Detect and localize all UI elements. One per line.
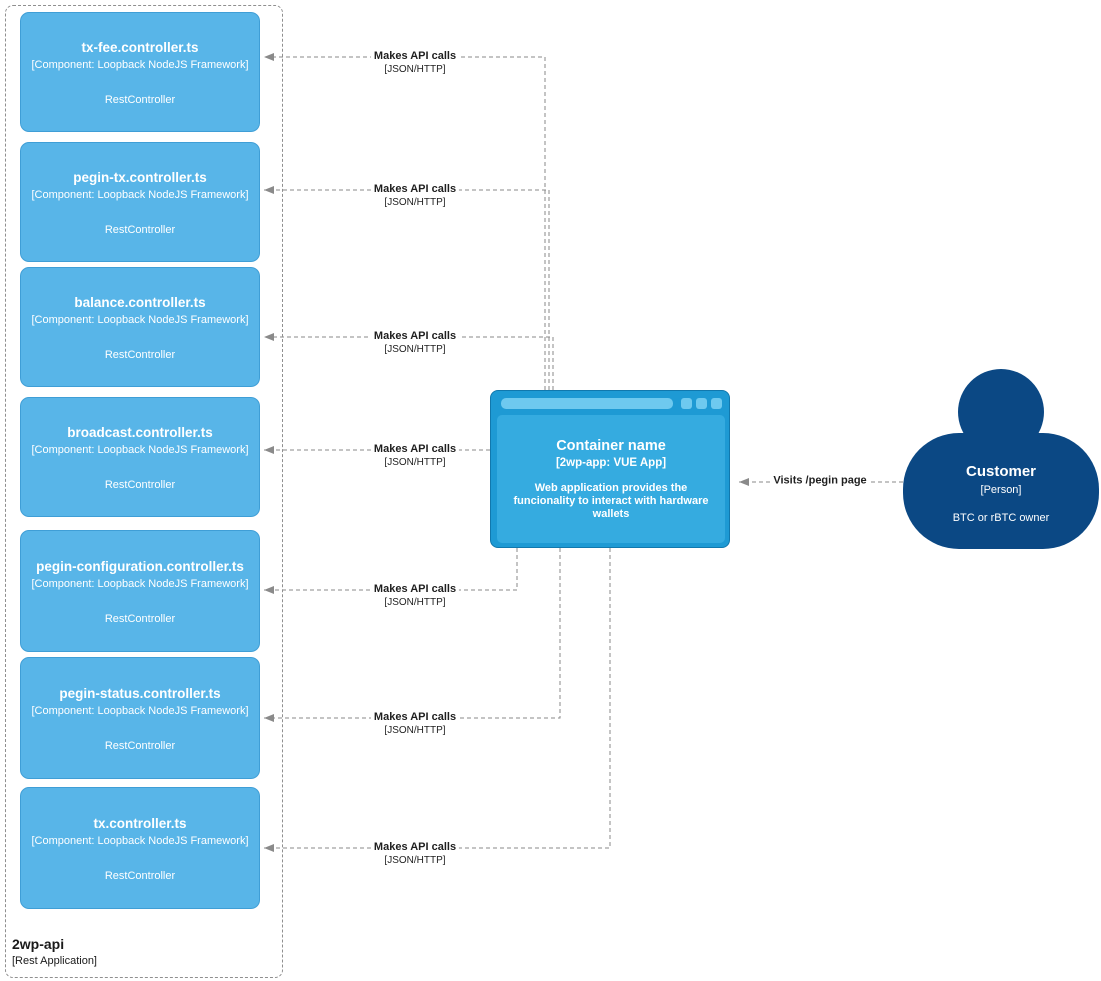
browser-address-bar: [501, 398, 673, 409]
node-pegin-configuration-controller[interactable]: pegin-configuration.controller.ts [Compo…: [20, 530, 260, 652]
edge-label-tech: [JSON/HTTP]: [384, 725, 446, 736]
edge-label-tech: [JSON/HTTP]: [384, 457, 446, 468]
edge-label-makes-api-calls: Makes API calls [JSON/HTTP]: [370, 583, 460, 609]
container-title: Container name: [556, 438, 666, 454]
person-description: BTC or rBTC owner: [952, 512, 1050, 524]
component-meta: [Component: Loopback NodeJS Framework]: [31, 834, 249, 847]
browser-button-icon: [711, 398, 722, 409]
component-title: pegin-status.controller.ts: [59, 685, 221, 701]
component-meta: [Component: Loopback NodeJS Framework]: [31, 313, 249, 326]
person-meta: [Person]: [980, 484, 1022, 496]
component-role: RestController: [104, 739, 176, 752]
edge-label-text: Makes API calls: [373, 50, 457, 62]
browser-chrome: [491, 391, 729, 413]
edge-container-to-pegin-tx: [264, 186, 550, 390]
edge-container-to-pegin-configuration: [264, 548, 518, 594]
edge-label-makes-api-calls: Makes API calls [JSON/HTTP]: [370, 443, 460, 469]
component-role: RestController: [104, 478, 176, 491]
node-tx-controller[interactable]: tx.controller.ts [Component: Loopback No…: [20, 787, 260, 909]
boundary-label: 2wp-api [Rest Application]: [12, 936, 97, 967]
component-title: pegin-configuration.controller.ts: [36, 558, 244, 574]
edge-label-tech: [JSON/HTTP]: [384, 855, 446, 866]
edge-container-to-balance: [264, 333, 554, 390]
component-meta: [Component: Loopback NodeJS Framework]: [31, 443, 249, 456]
node-balance-controller[interactable]: balance.controller.ts [Component: Loopba…: [20, 267, 260, 387]
component-role: RestController: [104, 93, 176, 106]
edge-label-text: Makes API calls: [373, 841, 457, 853]
node-broadcast-controller[interactable]: broadcast.controller.ts [Component: Loop…: [20, 397, 260, 517]
edge-label-text: Makes API calls: [373, 583, 457, 595]
edge-label-tech: [JSON/HTTP]: [384, 597, 446, 608]
edge-label-text: Makes API calls: [373, 711, 457, 723]
container-description: Web application provides the funcionalit…: [513, 482, 709, 520]
edge-label-text: Visits /pegin page: [773, 474, 867, 487]
browser-button-icon: [696, 398, 707, 409]
boundary-type: [Rest Application]: [12, 955, 97, 967]
node-customer-person[interactable]: Customer [Person] BTC or rBTC owner: [903, 433, 1099, 549]
component-meta: [Component: Loopback NodeJS Framework]: [31, 58, 249, 71]
edge-label-tech: [JSON/HTTP]: [384, 64, 446, 75]
edge-label-tech: [JSON/HTTP]: [384, 197, 446, 208]
edge-label-text: Makes API calls: [373, 443, 457, 455]
node-tx-fee-controller[interactable]: tx-fee.controller.ts [Component: Loopbac…: [20, 12, 260, 132]
boundary-name: 2wp-api: [12, 936, 65, 952]
component-title: pegin-tx.controller.ts: [73, 169, 207, 185]
edge-label-visits-pegin-page: Visits /pegin page: [770, 474, 870, 488]
component-role: RestController: [104, 869, 176, 882]
component-meta: [Component: Loopback NodeJS Framework]: [31, 577, 249, 590]
edge-label-text: Makes API calls: [373, 330, 457, 342]
component-title: balance.controller.ts: [74, 294, 206, 310]
edge-label-makes-api-calls: Makes API calls [JSON/HTTP]: [370, 330, 460, 356]
component-title: tx.controller.ts: [93, 815, 187, 831]
edge-label-makes-api-calls: Makes API calls [JSON/HTTP]: [370, 50, 460, 76]
component-role: RestController: [104, 348, 176, 361]
edge-label-makes-api-calls: Makes API calls [JSON/HTTP]: [370, 841, 460, 867]
component-title: tx-fee.controller.ts: [81, 39, 199, 55]
node-pegin-tx-controller[interactable]: pegin-tx.controller.ts [Component: Loopb…: [20, 142, 260, 262]
component-role: RestController: [104, 612, 176, 625]
person-title: Customer: [965, 463, 1036, 480]
container-meta: [2wp-app: VUE App]: [555, 457, 667, 469]
browser-button-icon: [681, 398, 692, 409]
edge-label-tech: [JSON/HTTP]: [384, 344, 446, 355]
edge-label-makes-api-calls: Makes API calls [JSON/HTTP]: [370, 183, 460, 209]
edge-container-to-tx: [264, 548, 611, 852]
container-body: Container name [2wp-app: VUE App] Web ap…: [497, 415, 725, 543]
edge-label-makes-api-calls: Makes API calls [JSON/HTTP]: [370, 711, 460, 737]
component-role: RestController: [104, 223, 176, 236]
component-meta: [Component: Loopback NodeJS Framework]: [31, 188, 249, 201]
component-meta: [Component: Loopback NodeJS Framework]: [31, 704, 249, 717]
node-container-2wp-app[interactable]: Container name [2wp-app: VUE App] Web ap…: [490, 390, 730, 548]
edge-container-to-tx-fee: [264, 53, 546, 390]
component-title: broadcast.controller.ts: [67, 424, 213, 440]
node-pegin-status-controller[interactable]: pegin-status.controller.ts [Component: L…: [20, 657, 260, 779]
boundary-2wp-api: [5, 5, 283, 978]
edge-label-text: Makes API calls: [373, 183, 457, 195]
edge-container-to-pegin-status: [264, 548, 561, 722]
